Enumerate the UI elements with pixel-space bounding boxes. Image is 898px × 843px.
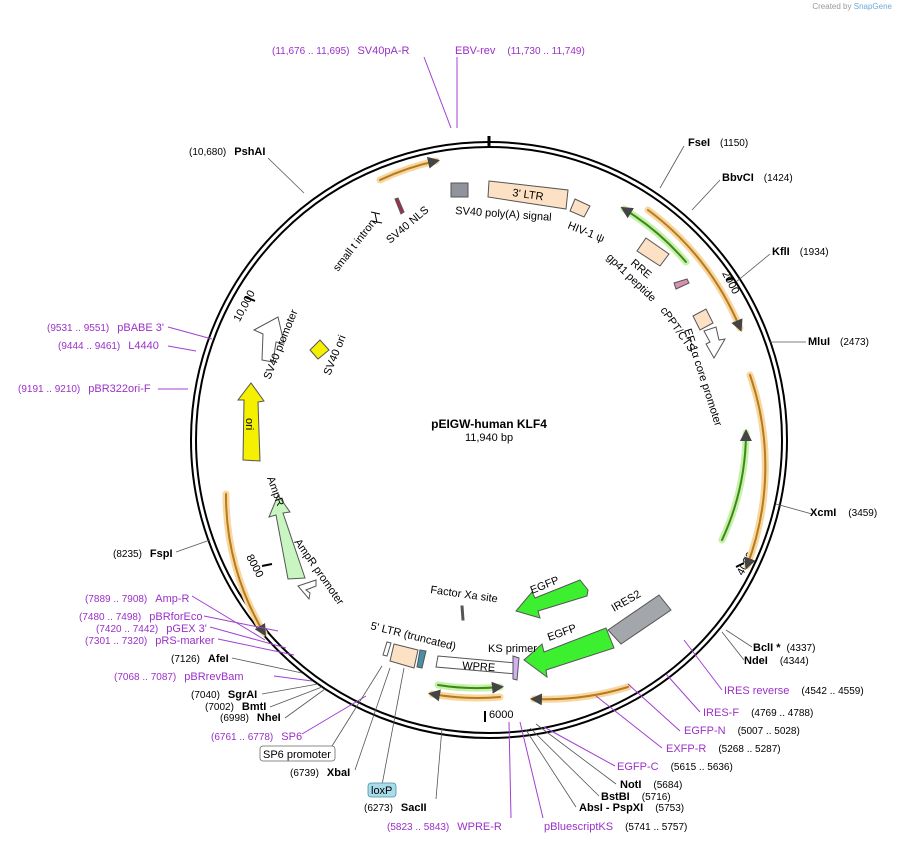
left-site-labels: (11,676 .. 11,695)SV40pA-R EBV-rev(11,73… xyxy=(18,45,585,833)
rre-box xyxy=(636,237,670,267)
hiv-psi-box xyxy=(569,198,591,218)
primer-ebv-rev: EBV-rev(11,730 .. 11,749) xyxy=(455,45,585,57)
site-pshai: (10,680)PshAI xyxy=(189,146,265,158)
gp41-box xyxy=(673,278,690,290)
ori-arrow xyxy=(236,382,265,462)
primer-pbrforeco: (7480 .. 7498)pBRforEco xyxy=(79,611,202,623)
loxp-box xyxy=(367,782,397,798)
plasmid-name: pEIGW-human KLF4 xyxy=(431,417,547,431)
tick-label-8000: 8000 xyxy=(243,553,265,580)
snapgene-credit: Created by SnapGene xyxy=(812,2,892,11)
cppt-box xyxy=(692,308,714,331)
primer-exfp-r: EXFP-R(5268 .. 5287) xyxy=(666,743,781,755)
sv40polya-label: SV40 poly(A) signal xyxy=(455,205,552,224)
tick-label-6000: 6000 xyxy=(489,709,513,721)
ampr-label: AmpR xyxy=(264,475,286,508)
site-mlui: MluI(2473) xyxy=(808,336,869,348)
sv40ori-label: SV40 ori xyxy=(322,333,349,377)
site-xbai: (6739)XbaI xyxy=(290,767,350,779)
primer-ires-reverse: IRES reverse(4542 .. 4559) xyxy=(724,685,864,697)
ksprimer-mark xyxy=(512,655,520,681)
leader-lines-right xyxy=(519,145,813,819)
credit-prefix: Created by xyxy=(812,2,852,11)
right-site-labels: FseI(1150) BbvCI(1424) KflI(1934) MluI(2… xyxy=(544,137,877,833)
backbone xyxy=(190,136,788,739)
ltr5-box xyxy=(389,643,419,669)
site-bcli: BclI *(4337) xyxy=(753,642,815,654)
sp6-mark xyxy=(382,641,392,657)
primer-amp-r: (7889 .. 7908)Amp-R xyxy=(85,593,190,605)
smallt-label: small t intron xyxy=(331,217,379,274)
primer-ires-f: IRES-F(4769 .. 4788) xyxy=(703,707,813,719)
orf-arrows xyxy=(222,156,769,706)
site-fspi: (8235)FspI xyxy=(113,548,173,560)
tick-marks xyxy=(244,277,745,722)
site-xcmi: XcmI(3459) xyxy=(810,507,877,519)
leader-lines-left xyxy=(158,56,512,819)
sp6-promoter-box xyxy=(259,745,336,762)
site-sacii: (6273)SacII xyxy=(364,802,427,814)
loxp-mark xyxy=(416,649,427,669)
primer-pbluescriptks: pBluescriptKS(5741 .. 5757) xyxy=(544,821,687,833)
loxp-label: loxP xyxy=(371,785,392,797)
sv40-polya-box xyxy=(450,182,469,198)
ampr-arrow xyxy=(268,493,306,580)
smallt-mark xyxy=(370,211,383,224)
site-ndei: NdeI(4344) xyxy=(744,655,809,667)
primer-pbabe3: (9531 .. 9551)pBABE 3' xyxy=(47,322,164,334)
site-absi-pspxi: AbsI - PspXI(5753) xyxy=(579,802,684,814)
ef1a-arrow xyxy=(703,326,726,360)
wpre-label: WPRE xyxy=(462,660,496,674)
sp6-promoter-label: SP6 promoter xyxy=(263,749,331,761)
ltr5-label: 5' LTR (truncated) xyxy=(369,620,457,653)
sv40nls-label: SV40 NLS xyxy=(384,204,431,246)
primer-pgex3: (7420 .. 7442)pGEX 3' xyxy=(96,623,207,635)
primer-pbr322ori-f: (9191 .. 9210)pBR322ori-F xyxy=(18,383,151,395)
sv40prom-arrow xyxy=(252,316,285,363)
site-bbvci: BbvCI(1424) xyxy=(722,172,793,184)
site-noti: NotI(5684) xyxy=(620,779,682,791)
site-bmti: (7002)BmtI xyxy=(205,701,266,713)
ampr-promoter-arrow xyxy=(297,579,317,601)
site-kfli: KflI(1934) xyxy=(772,246,829,258)
primer-l4440: (9444 .. 9461)L4440 xyxy=(58,340,159,352)
factorxa-label: Factor Xa site xyxy=(430,584,499,605)
primer-prs-marker: (7301 .. 7320)pRS-marker xyxy=(85,635,215,647)
hiv-label: HIV-1 ψ xyxy=(566,220,606,246)
sv40ori-box xyxy=(309,339,330,360)
ori-label: ori xyxy=(243,418,255,430)
factorxa-mark xyxy=(460,605,465,621)
plasmid-size: 11,940 bp xyxy=(465,432,513,444)
site-sgrai: (7040)SgrAI xyxy=(191,689,257,701)
snapgene-logo: SnapGene xyxy=(853,2,892,11)
egfp1-arrow xyxy=(515,579,589,619)
primer-sv40pa-r: (11,676 .. 11,695)SV40pA-R xyxy=(272,45,409,57)
primer-wpre-r: (5823 .. 5843)WPRE-R xyxy=(387,821,502,833)
egfp2-arrow xyxy=(523,627,615,679)
ksprimer-label: KS primer xyxy=(488,643,537,655)
site-afei: (7126)AfeI xyxy=(171,653,229,665)
sv40nls-mark xyxy=(394,197,405,215)
site-bstbi: BstBI(5716) xyxy=(601,791,671,803)
primer-egfp-c: EGFP-C(5615 .. 5636) xyxy=(617,761,733,773)
site-fsei: FseI(1150) xyxy=(688,137,748,149)
primer-egfp-n: EGFP-N(5007 .. 5028) xyxy=(684,725,800,737)
feature-shapes xyxy=(236,180,726,681)
ltr3-label: 3' LTR xyxy=(512,187,545,203)
primer-sp6: (6761 .. 6778)SP6 xyxy=(211,731,302,743)
primer-pbrrevbam: (7068 .. 7087)pBRrevBam xyxy=(114,671,244,683)
site-nhei: (6998)NheI xyxy=(220,712,281,724)
ires2-shape xyxy=(607,594,672,645)
ltr3-box xyxy=(487,180,569,210)
plasmid-title: pEIGW-human KLF4 11,940 bp xyxy=(431,417,547,444)
